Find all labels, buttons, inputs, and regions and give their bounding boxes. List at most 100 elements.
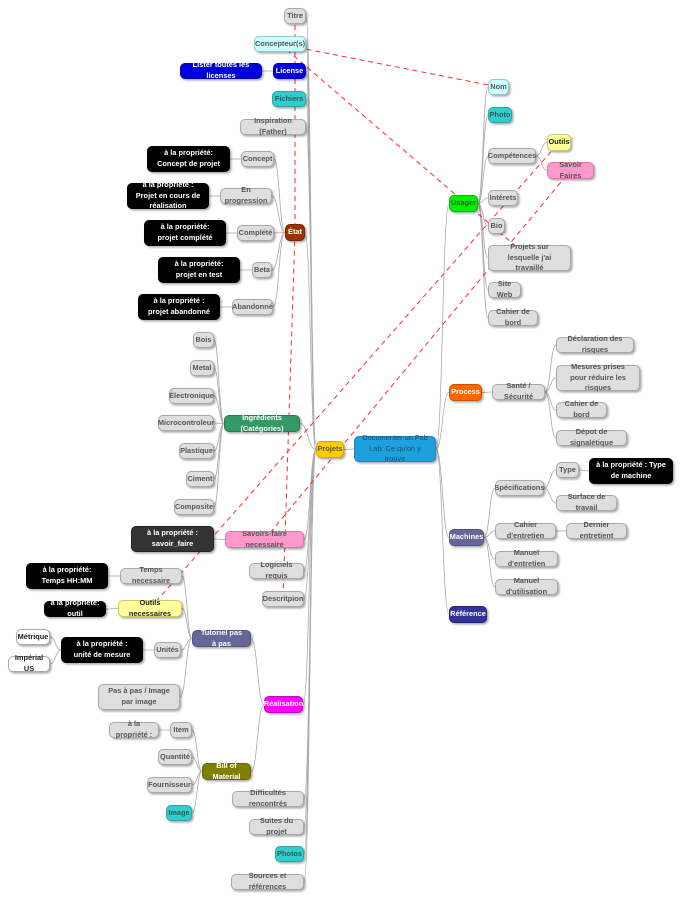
outils-node[interactable]: Outils	[547, 134, 571, 151]
edge	[250, 638, 265, 705]
item-property-node[interactable]: à la propriété :	[109, 719, 159, 739]
edge-projets-license	[305, 70, 317, 450]
edge-sante-declaration	[544, 344, 557, 393]
concept-property-node[interactable]: à la propriété: Concept de projet	[147, 146, 230, 172]
savoir-faires-node[interactable]: Savoir Faires	[547, 160, 594, 180]
projets-travaille-node[interactable]: Projets sur lesquelle j'ai travaillé	[488, 242, 571, 272]
temps-node[interactable]: Temps necessaire	[120, 565, 182, 585]
beta-property-node[interactable]: à la propriété: projet en test	[158, 257, 240, 283]
edge-sante-depot	[544, 391, 557, 439]
manuel-entretien-node[interactable]: Manuel d'entretien	[495, 548, 558, 568]
link-concepteurs-nom	[279, 43, 499, 88]
specifications-node[interactable]: Spécifications	[494, 480, 545, 496]
description-node[interactable]: Descritpion	[262, 591, 304, 607]
usager-node[interactable]: Usager	[449, 195, 478, 212]
fournisseur-node[interactable]: Fournisseur	[147, 777, 192, 793]
metal-node[interactable]: Metal	[190, 360, 214, 376]
savoirs-faire-node[interactable]: Savoirs-faire necessaire	[225, 529, 304, 549]
ciment-node[interactable]: Ciment	[186, 471, 214, 487]
projets-node[interactable]: Projets	[316, 441, 344, 458]
en-progression-property-node[interactable]: à la propriété : Projet en cours de réal…	[127, 180, 209, 210]
bois-node[interactable]: Bois	[193, 332, 214, 348]
edge	[535, 142, 548, 157]
edge-etat-progression	[271, 195, 286, 233]
savoirs-faire-property-node[interactable]: à la propriété : savoir_faire	[131, 526, 214, 552]
lister-licenses-node[interactable]: Lister toutes les licenses	[180, 60, 262, 80]
reference-node[interactable]: Référence	[449, 606, 487, 623]
image-node[interactable]: Image	[166, 805, 192, 821]
quantite-node[interactable]: Quantité	[158, 749, 192, 765]
cahier-de-bord-process-node[interactable]: Cahier de bord	[556, 399, 607, 419]
difficultes-node[interactable]: Difficultés rencontrés	[232, 788, 304, 808]
unites-property-node[interactable]: à la propriété : unité de mesure	[61, 637, 143, 663]
machines-node[interactable]: Machines	[449, 529, 484, 546]
edge-usager-interets	[477, 197, 489, 204]
edge-ingredients-bois	[213, 339, 225, 424]
fichiers-node[interactable]: Fichiers	[272, 91, 306, 107]
declaration-risques-node[interactable]: Déclaration des risques	[556, 334, 634, 354]
electronique-node[interactable]: Électronique	[169, 388, 214, 404]
plastique-node[interactable]: Plastique	[179, 443, 214, 459]
competences-node[interactable]: Compétences	[488, 148, 536, 164]
realisation-node[interactable]: Réalisation	[264, 696, 303, 713]
bio-node[interactable]: Bio	[488, 218, 505, 234]
photo-node[interactable]: Photo	[488, 107, 512, 123]
tutoriel-node[interactable]: Tutoriel pas à pas	[192, 628, 251, 648]
nom-node[interactable]: Nom	[488, 79, 509, 95]
depot-signaletique-node[interactable]: Dépot de signalétique	[556, 427, 627, 447]
metrique-node[interactable]: Métrique	[16, 629, 50, 645]
etat-node[interactable]: État	[285, 224, 305, 241]
edge-usager-photo	[477, 114, 489, 204]
ingredients-node[interactable]: Ingrédients (Catégories)	[224, 413, 300, 433]
dernier-entretien-node[interactable]: Dernier entretient	[566, 520, 627, 540]
abandonne-node[interactable]: Abandonné	[232, 299, 273, 315]
pas-a-pas-node[interactable]: Pas à pas / Image par image	[98, 684, 180, 710]
sources-node[interactable]: Sources et références	[231, 871, 304, 891]
edge-bom-item	[191, 729, 203, 772]
manuel-utilisation-node[interactable]: Manuel d'utilisation	[495, 576, 558, 596]
concept-node[interactable]: Concept	[241, 151, 274, 167]
site-web-node[interactable]: Site Web	[488, 279, 521, 299]
outils-necessaires-node[interactable]: Outils necessaires	[118, 598, 182, 618]
en-progression-node[interactable]: En progression	[220, 185, 272, 205]
microcontroleur-node[interactable]: Microcontroleur	[158, 415, 214, 431]
composite-node[interactable]: Composite	[174, 499, 214, 515]
concepteurs-node[interactable]: Concepteur(s)	[254, 36, 306, 52]
edge-etat-complete	[273, 232, 286, 234]
edge-etat-abandonne	[272, 232, 286, 308]
unites-node[interactable]: Unités	[154, 642, 181, 658]
abandonne-property-node[interactable]: à la propriété : projet abandonné	[138, 294, 220, 320]
edge-tutoriel-unites	[180, 638, 193, 651]
logiciels-node[interactable]: Logiciels requis	[249, 560, 304, 580]
imperial-node[interactable]: Impérial US	[8, 653, 50, 673]
complete-node[interactable]: Complété	[237, 225, 274, 241]
license-node[interactable]: License	[273, 63, 306, 79]
edge-projets-difficultes	[303, 449, 317, 800]
type-node[interactable]: Type	[556, 462, 579, 478]
inspiration-node[interactable]: Inspiration (Father)	[240, 116, 306, 136]
mesures-risques-node[interactable]: Mesures prises pour réduire les risques	[556, 362, 640, 392]
temps-property-node[interactable]: à la propriété: Temps HH:MM	[26, 563, 108, 589]
cahier-de-bord-usager-node[interactable]: Cahier de bord	[488, 307, 538, 327]
surface-travail-node[interactable]: Surface de travail	[556, 492, 617, 512]
process-node[interactable]: Process	[449, 384, 482, 401]
edge-projets-realisation	[302, 449, 317, 705]
bill-of-material-node[interactable]: Bill of Material	[202, 761, 251, 781]
complete-property-node[interactable]: à la propriété: projet complété	[144, 220, 226, 246]
edge-machines-cahier-e	[483, 530, 496, 538]
edge-machines-manuel-u	[483, 537, 496, 588]
sante-securite-node[interactable]: Santé / Sécurité	[492, 381, 545, 401]
interets-node[interactable]: Intérets	[488, 190, 518, 206]
cahier-entretien-node[interactable]: Cahier d'entretien	[495, 520, 556, 540]
titre-node[interactable]: Titre	[284, 8, 306, 24]
edge	[543, 469, 557, 489]
edge-projets-savoirs	[303, 449, 317, 540]
type-property-node[interactable]: à la propriété : Type de machine	[589, 458, 673, 484]
edge-ingredients-micro	[213, 422, 225, 424]
photos-node[interactable]: Photos	[275, 846, 304, 862]
item-node[interactable]: Item	[170, 722, 192, 738]
outils-property-node[interactable]: à la propriété: outil	[44, 598, 106, 618]
beta-node[interactable]: Beta	[252, 262, 272, 278]
root-node[interactable]: Documenter un Fab Lab: Ce qu'on y trouve	[354, 433, 436, 463]
suites-node[interactable]: Suites du projet	[249, 816, 304, 836]
